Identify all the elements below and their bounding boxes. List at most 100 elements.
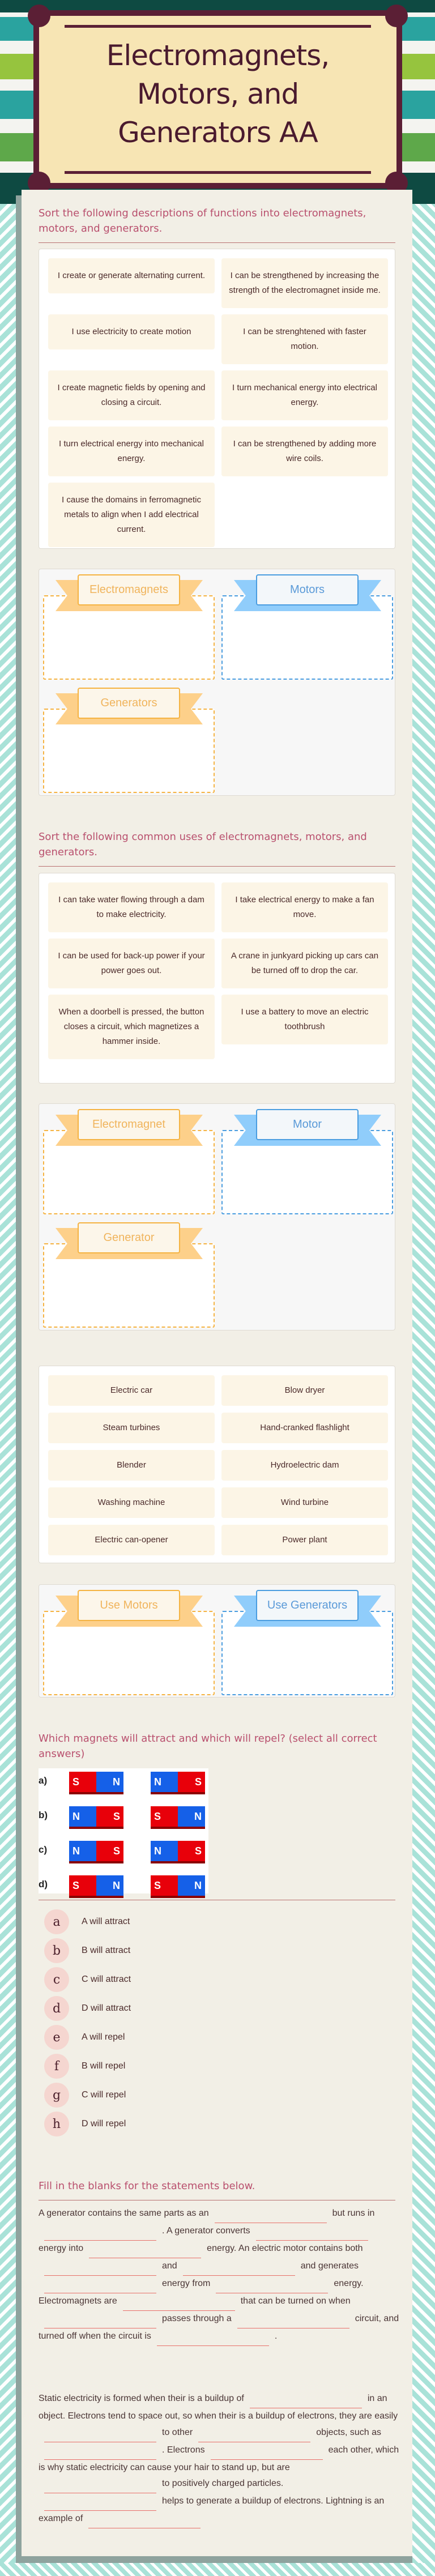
draggable-card[interactable]: A crane in junkyard picking up cars can … [221, 939, 388, 988]
option-label: C will attract [82, 1974, 131, 1984]
draggable-card[interactable]: I can take water flowing through a dam t… [48, 882, 215, 932]
drop-zone-label: Use Motors [78, 1590, 180, 1621]
fill-blank-input[interactable] [210, 2447, 323, 2460]
fill-blank-input[interactable] [214, 2211, 327, 2223]
fill-blank-input[interactable] [249, 2396, 362, 2408]
fill-blank-input[interactable] [89, 2246, 202, 2258]
paragraph-text: each other, which is why static electric… [39, 2445, 399, 2472]
fill-blank-input[interactable] [44, 2498, 156, 2511]
answer-option[interactable]: a A will attract [44, 1909, 130, 1934]
paragraph-text: energy from [162, 2279, 211, 2288]
draggable-card[interactable]: Electric car [48, 1375, 215, 1406]
chevron-background-bottom [0, 2563, 435, 2576]
draggable-card[interactable]: I turn electrical energy into mechanical… [48, 427, 215, 476]
magnet-row-label: d) [39, 1879, 48, 1890]
drop-zone-label: Generators [78, 688, 180, 719]
corner-ornament [28, 5, 50, 27]
magnet-pole: N [96, 1772, 123, 1792]
option-letter-badge[interactable]: h [44, 2112, 69, 2136]
draggable-card[interactable]: Blow dryer [221, 1375, 388, 1406]
answer-option[interactable]: g C will repel [44, 2083, 126, 2108]
option-letter-badge[interactable]: a [44, 1909, 69, 1934]
draggable-card[interactable]: Electric can-opener [48, 1525, 215, 1555]
draggable-card[interactable]: Steam turbines [48, 1413, 215, 1443]
option-letter-badge[interactable]: c [44, 1967, 69, 1992]
paragraph-text: in an object. Electrons tend to space ou… [39, 2394, 398, 2421]
option-letter-badge[interactable]: b [44, 1938, 69, 1963]
draggable-card[interactable]: I can be strengthened by adding more wir… [221, 427, 388, 476]
option-label: A will attract [82, 1917, 130, 1926]
draggable-card[interactable]: Power plant [221, 1525, 388, 1555]
draggable-card[interactable]: Hand-cranked flashlight [221, 1413, 388, 1443]
draggable-card[interactable]: When a doorbell is pressed, the button c… [48, 995, 215, 1059]
paragraph-text: and generates [300, 2261, 359, 2271]
fill-blank-input[interactable] [44, 2447, 156, 2460]
option-letter-badge[interactable]: g [44, 2083, 69, 2108]
draggable-card[interactable]: I use electricity to create motion [48, 314, 215, 349]
fill-blank-input[interactable] [237, 2316, 349, 2328]
option-letter-badge[interactable]: d [44, 1996, 69, 2021]
chevron-background [412, 204, 435, 2576]
magnet-pole: S [96, 1806, 123, 1827]
magnet-pole: N [151, 1841, 178, 1861]
draggable-card[interactable]: I cause the domains in ferromagnetic met… [48, 483, 215, 547]
draggable-card[interactable]: I can be strengthened by increasing the … [221, 258, 388, 308]
draggable-card[interactable]: I create magnetic fields by opening and … [48, 370, 215, 420]
sort-card-bank: I can take water flowing through a dam t… [39, 873, 395, 1084]
magnet-row-label: a) [39, 1775, 48, 1786]
paragraph-text: that can be turned on when [240, 2296, 351, 2306]
fill-blank-input[interactable] [216, 2281, 329, 2293]
drop-zone-label: Electromagnet [78, 1109, 180, 1140]
magnet-pole: N [151, 1772, 178, 1792]
draggable-card[interactable]: Blender [48, 1450, 215, 1481]
fill-blank-input[interactable] [44, 2316, 156, 2328]
draggable-card[interactable]: I can be strenghtened with faster motion… [221, 314, 388, 364]
fill-blank-input[interactable] [44, 2263, 156, 2276]
fill-blank-input[interactable] [88, 2516, 201, 2528]
fill-blank-input[interactable] [44, 2481, 156, 2493]
fill-blank-input[interactable] [255, 2228, 368, 2241]
draggable-card[interactable]: I can be used for back-up power if your … [48, 939, 215, 988]
worksheet-panel: Sort the following descriptions of funct… [22, 190, 412, 2556]
paragraph-text: . A generator converts [162, 2226, 250, 2236]
draggable-card[interactable]: I take electrical energy to make a fan m… [221, 882, 388, 932]
paragraph-text: but runs in [332, 2208, 375, 2218]
fill-in-paragraph: Static electricity is formed when their … [39, 2391, 401, 2528]
magnet-pole: N [96, 1875, 123, 1896]
magnet-pole: S [69, 1875, 96, 1896]
paragraph-text: A generator contains the same parts as a… [39, 2208, 209, 2218]
fill-blank-input[interactable] [182, 2263, 295, 2276]
option-letter-badge[interactable]: f [44, 2054, 69, 2079]
fill-blank-input[interactable] [156, 2334, 269, 2346]
option-label: C will repel [82, 2090, 126, 2100]
fill-blank-input[interactable] [44, 2228, 156, 2241]
draggable-card[interactable]: Wind turbine [221, 1487, 388, 1518]
draggable-card[interactable]: I create or generate alternating current… [48, 258, 215, 293]
draggable-card[interactable]: Hydroelectric dam [221, 1450, 388, 1481]
fill-blank-input[interactable] [44, 2430, 156, 2442]
draggable-card[interactable]: Washing machine [48, 1487, 215, 1518]
draggable-card[interactable]: I use a battery to move an electric toot… [221, 995, 388, 1044]
draggable-card[interactable]: I turn mechanical energy into electrical… [221, 370, 388, 420]
fill-blank-input[interactable] [122, 2298, 235, 2311]
fill-blank-input[interactable] [44, 2281, 156, 2293]
title-rule [65, 25, 371, 28]
drop-zone-label: Motor [256, 1109, 359, 1140]
fill-blank-input[interactable] [198, 2430, 311, 2442]
paragraph-text: . Electrons [162, 2445, 205, 2455]
option-letter-badge[interactable]: e [44, 2025, 69, 2050]
answer-option[interactable]: c C will attract [44, 1967, 131, 1992]
magnet-pole: N [69, 1841, 96, 1861]
